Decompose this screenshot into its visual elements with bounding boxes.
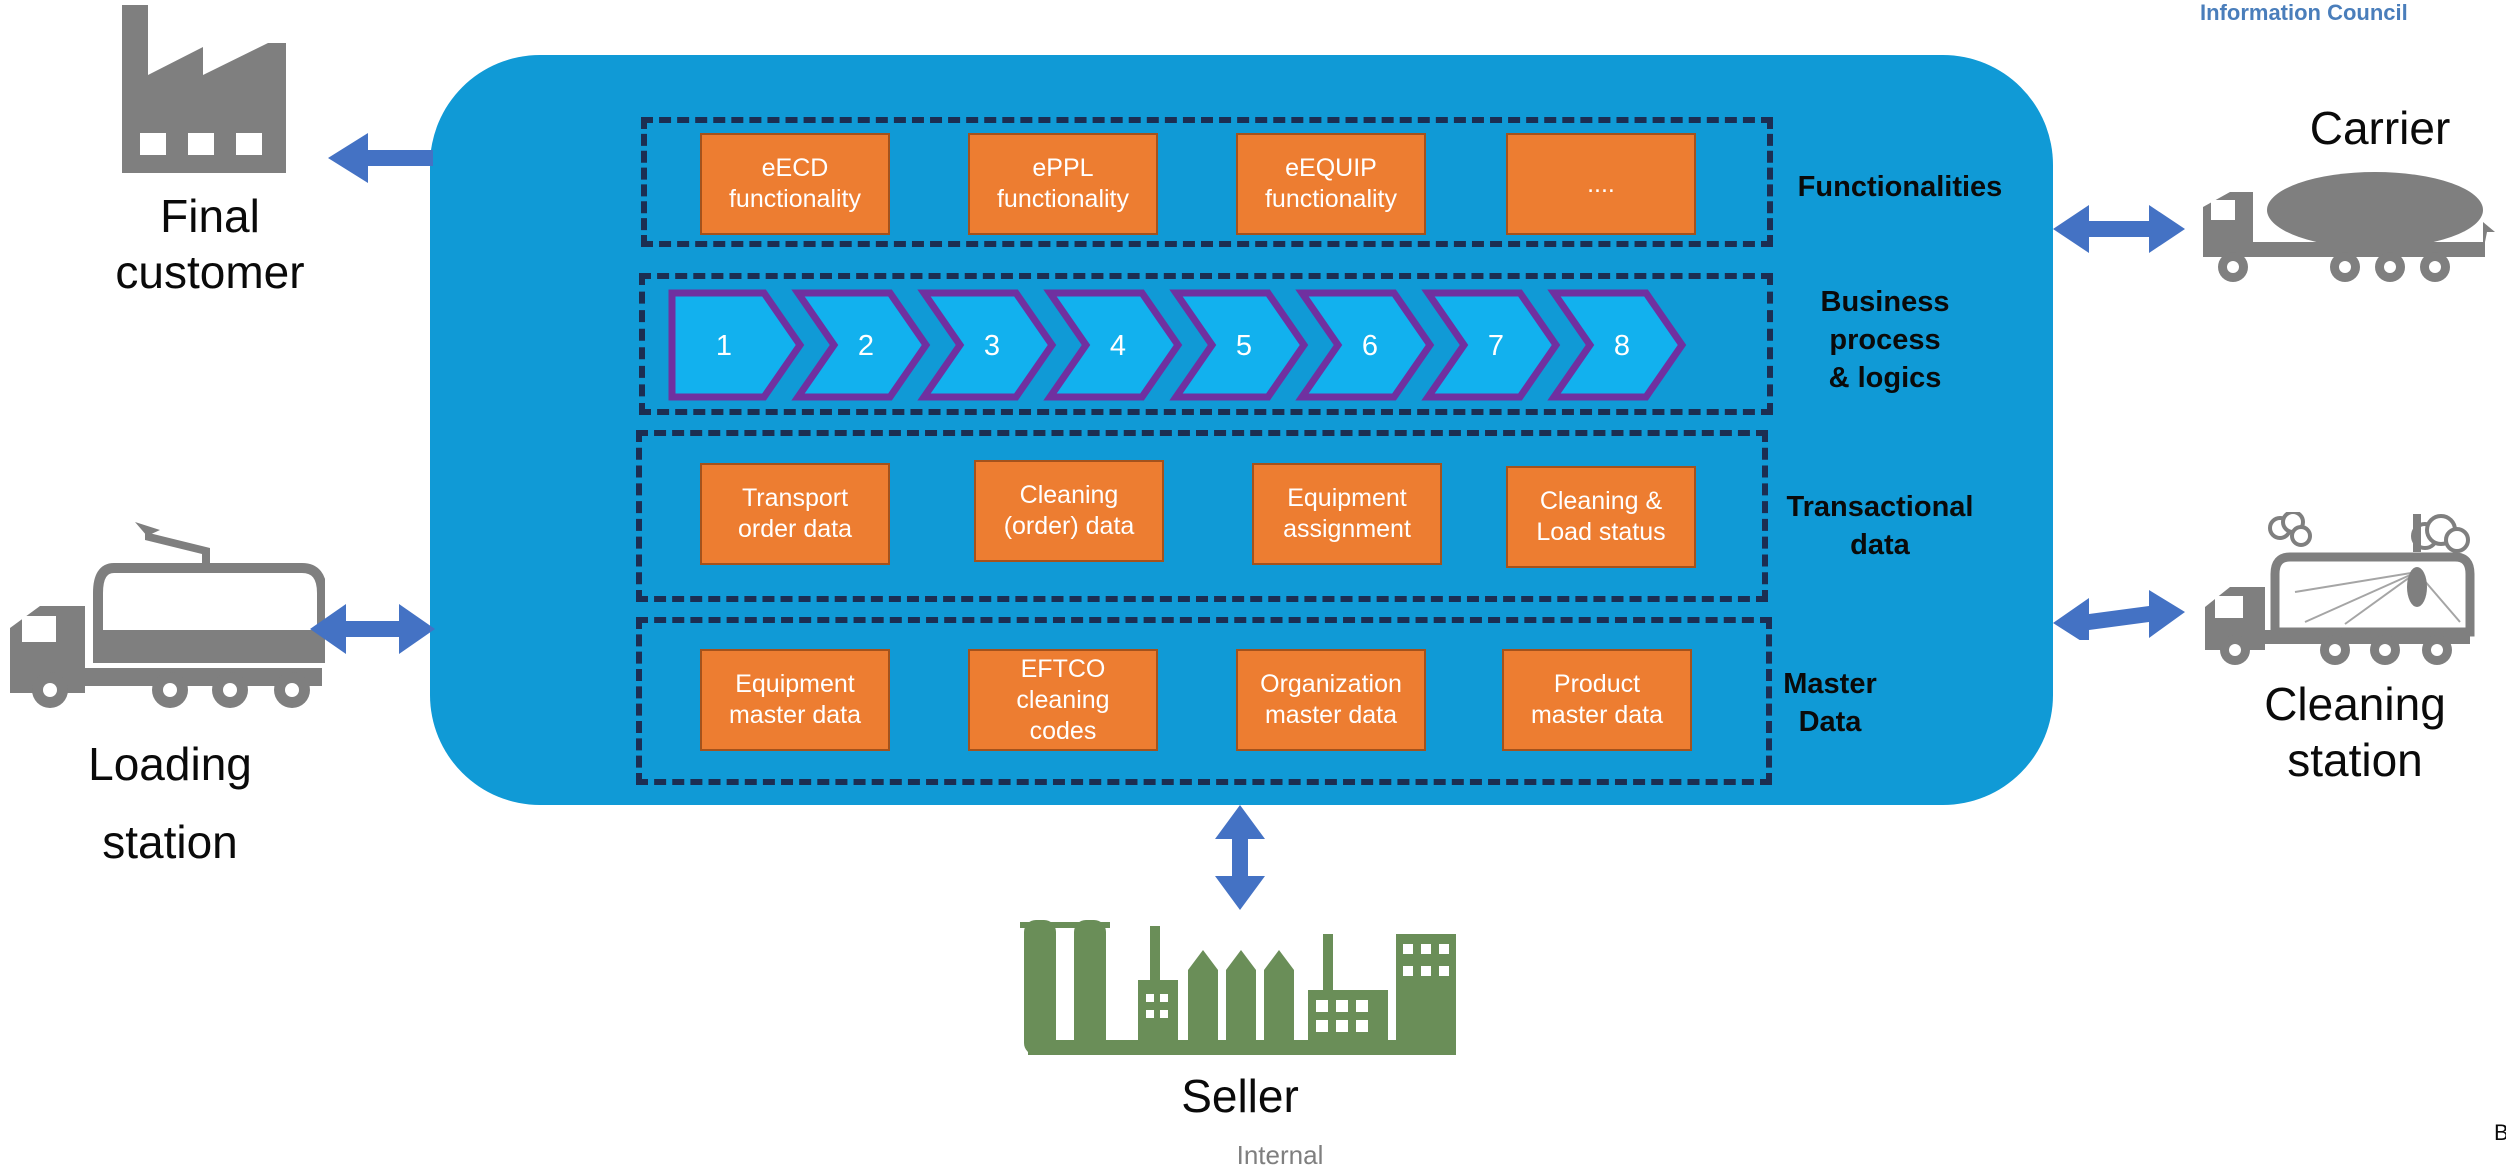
process-step-chevron	[668, 289, 805, 401]
eftco-cleaning-codes-box: EFTCO cleaning codes	[968, 649, 1158, 751]
process-step-chevron	[1295, 289, 1435, 401]
process-step-number: 7	[1488, 330, 1504, 362]
seller-arrow	[1215, 805, 1265, 910]
master-data-layer	[636, 617, 1772, 785]
functionalities-layer	[641, 117, 1773, 247]
final-customer-label: Final customer	[115, 190, 305, 298]
carrier-label: Carrier	[2309, 102, 2451, 154]
process-step-chevron	[791, 289, 931, 401]
cleaning-station-arrow	[2053, 590, 2185, 640]
process-step-chevron	[1547, 289, 1687, 401]
loading-station-label: Loading station	[88, 738, 252, 868]
process-step-chevron	[1043, 289, 1183, 401]
cleaning-truck-icon	[2205, 512, 2475, 667]
eecd-functionality-box: eECD functionality	[700, 133, 890, 235]
process-step-number: 8	[1614, 330, 1630, 362]
cleaning-order-data-box: Cleaning (order) data	[974, 460, 1164, 562]
org-header-text: Information Council	[2200, 0, 2408, 25]
cleaning-load-status-box: Cleaning & Load status	[1506, 466, 1696, 568]
process-step-chevron	[917, 289, 1057, 401]
final-customer-arrow	[328, 133, 433, 183]
seller-label: Seller	[1181, 1070, 1299, 1122]
organization-master-data-box: Organization master data	[1236, 649, 1426, 751]
factory-icon	[122, 5, 286, 173]
eequip-functionality-box: eEQUIP functionality	[1236, 133, 1426, 235]
eppl-functionality-box: ePPL functionality	[968, 133, 1158, 235]
process-step-number: 4	[1110, 330, 1126, 362]
classification-label: Internal	[1236, 1140, 1324, 1170]
business-process-chevrons: 1 2 3 4 5 6 7 8	[668, 289, 1687, 401]
edge-letter: B	[2494, 1120, 2506, 1145]
business-process-layer	[639, 273, 1773, 415]
process-step-number: 5	[1236, 330, 1252, 362]
cleaning-station-label: Cleaning station	[2264, 678, 2446, 786]
transactional-data-layer	[636, 430, 1768, 602]
loading-station-arrow	[310, 604, 435, 654]
process-step-chevron	[1169, 289, 1309, 401]
industrial-plant-icon	[1020, 920, 1456, 1055]
functionalities-label: Functionalities	[1797, 171, 2003, 203]
process-step-number: 6	[1362, 330, 1378, 362]
process-step-number: 2	[858, 330, 874, 362]
more-functionality-box: ....	[1506, 133, 1696, 235]
equipment-master-data-box: Equipment master data	[700, 649, 890, 751]
business-process-label: Business process & logics	[1820, 286, 1950, 394]
tanker-truck-icon	[2195, 162, 2495, 282]
master-data-label: Master Data	[1783, 668, 1877, 738]
equipment-assignment-box: Equipment assignment	[1252, 463, 1442, 565]
process-step-number: 3	[984, 330, 1000, 362]
transport-order-data-box: Transport order data	[700, 463, 890, 565]
process-step-number: 1	[716, 330, 732, 362]
product-master-data-box: Product master data	[1502, 649, 1692, 751]
transactional-data-label: Transactional data	[1786, 491, 1974, 561]
platform-container: eECD functionality ePPL functionality eE…	[430, 55, 2053, 805]
carrier-arrow	[2053, 205, 2185, 253]
loading-truck-icon	[10, 518, 325, 713]
process-step-chevron	[1421, 289, 1561, 401]
